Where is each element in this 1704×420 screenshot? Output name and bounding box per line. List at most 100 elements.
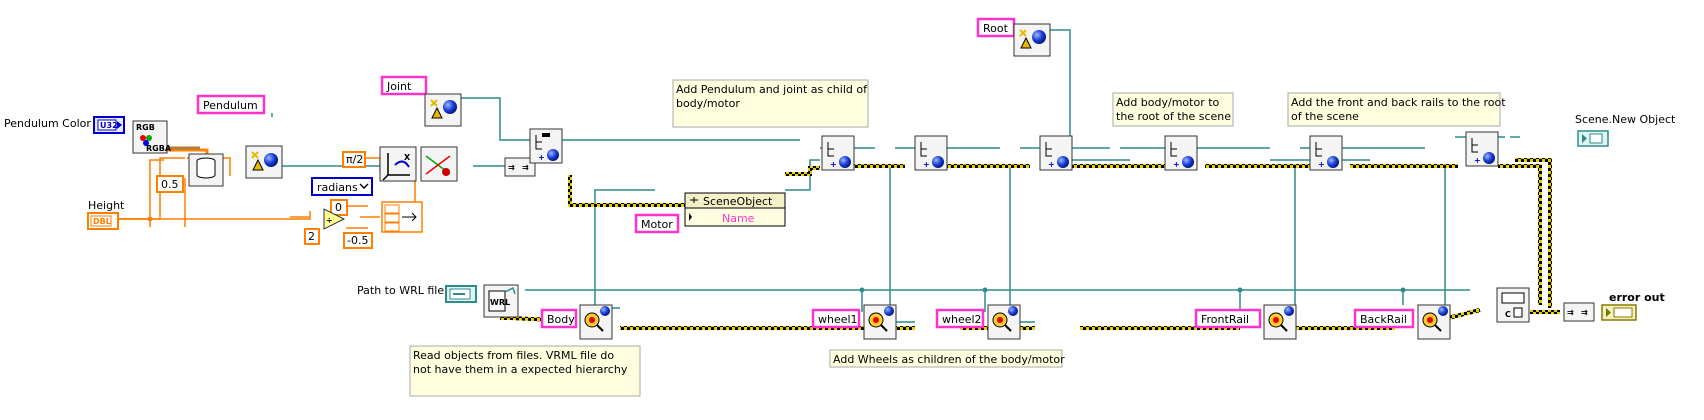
height-terminal[interactable]: DBL xyxy=(87,212,119,230)
svg-text:BackRail: BackRail xyxy=(1360,313,1407,326)
comment-add-front-back-rails: Add the front and back rails to the root… xyxy=(1287,92,1506,127)
svg-text:+: + xyxy=(923,160,930,169)
svg-text:⇉: ⇉ xyxy=(1567,308,1574,317)
add-object-node-1[interactable]: + xyxy=(529,128,563,164)
pendulum-color-terminal[interactable]: U32 xyxy=(93,116,125,134)
comment-read-objects: Read objects from files. VRML file do no… xyxy=(409,345,641,397)
svg-text:0: 0 xyxy=(335,201,342,214)
property-class: SceneObject xyxy=(703,195,773,208)
add-object-node-4[interactable]: + xyxy=(1039,135,1073,171)
svg-text:radians: radians xyxy=(317,181,358,194)
svg-text:-0.5: -0.5 xyxy=(347,234,368,247)
merge-errors-node[interactable]: ⇉ ⇉ xyxy=(1563,302,1595,322)
svg-text:Root: Root xyxy=(983,22,1009,35)
body-constant[interactable]: Body xyxy=(540,308,578,329)
error-wires xyxy=(500,158,1592,330)
close-reference-node[interactable]: C xyxy=(1496,287,1530,323)
svg-text:2: 2 xyxy=(308,230,315,243)
comment-add-body-motor: Add body/motor to the root of the scene xyxy=(1112,92,1234,127)
color-to-rgba-node[interactable]: RGB RGBA xyxy=(132,120,172,154)
svg-text:Joint: Joint xyxy=(386,80,412,93)
refnum-wires xyxy=(271,29,1520,323)
constant-2[interactable]: 2 xyxy=(304,228,320,245)
path-to-wrl-label: Path to WRL file xyxy=(357,284,444,297)
height-label: Height xyxy=(88,199,125,212)
find-object-wheel1-node[interactable] xyxy=(863,304,897,340)
svg-text:Add Wheels as children of the: Add Wheels as children of the body/motor xyxy=(833,353,1065,366)
read-wrl-node[interactable]: WRL xyxy=(483,284,519,318)
find-object-body-node[interactable] xyxy=(579,304,613,340)
constant-pi-half[interactable]: π/2 xyxy=(342,151,366,168)
rotate-axis-node[interactable]: X xyxy=(379,146,417,182)
pendulum-constant[interactable]: Pendulum xyxy=(196,94,266,115)
build-array-node[interactable] xyxy=(381,201,423,233)
wheel1-constant[interactable]: wheel1 xyxy=(811,308,861,329)
svg-text:+: + xyxy=(1474,156,1481,165)
frontrail-constant[interactable]: FrontRail xyxy=(1194,308,1262,329)
add-object-node-6[interactable]: + xyxy=(1309,135,1343,171)
bundle-node[interactable]: ⇉ ⇉ xyxy=(504,157,536,177)
new-object-joint-node[interactable] xyxy=(424,93,462,127)
constant-0-5[interactable]: 0.5 xyxy=(156,175,184,193)
svg-text:U32: U32 xyxy=(100,121,118,130)
error-out-label: error out xyxy=(1609,291,1665,304)
find-object-frontrail-node[interactable] xyxy=(1263,304,1297,340)
svg-text:+: + xyxy=(1048,160,1055,169)
constant-0[interactable]: 0 xyxy=(330,199,348,216)
comment-add-pendulum-joint: Add Pendulum and joint as child of body/… xyxy=(672,79,869,128)
svg-text:wheel1: wheel1 xyxy=(818,313,858,326)
new-object-root-node[interactable] xyxy=(1013,23,1051,57)
svg-text:⇉: ⇉ xyxy=(1581,308,1588,317)
transform-node[interactable] xyxy=(420,146,458,182)
create-cylinder-node[interactable] xyxy=(188,153,224,187)
svg-text:RGBA: RGBA xyxy=(146,144,172,153)
property-name: Name xyxy=(722,212,755,225)
svg-text:+: + xyxy=(538,153,545,162)
path-terminal[interactable] xyxy=(445,285,477,303)
joint-constant[interactable]: Joint xyxy=(380,75,428,96)
find-object-backrail-node[interactable] xyxy=(1417,304,1451,340)
svg-text:÷: ÷ xyxy=(326,216,333,225)
radians-ring[interactable]: radians xyxy=(311,177,373,196)
svg-text:0.5: 0.5 xyxy=(161,178,179,191)
find-object-wheel2-node[interactable] xyxy=(987,304,1021,340)
add-object-node-7[interactable]: + xyxy=(1465,131,1499,167)
root-constant[interactable]: Root xyxy=(976,17,1016,38)
svg-text:the root of the scene: the root of the scene xyxy=(1116,110,1231,123)
add-object-node-3[interactable]: + xyxy=(914,135,948,171)
svg-text:+: + xyxy=(1173,160,1180,169)
svg-text:+: + xyxy=(1318,160,1325,169)
svg-text:Add the front and back rails t: Add the front and back rails to the root xyxy=(1291,96,1506,109)
svg-text:not have them in a expected hi: not have them in a expected hierarchy xyxy=(413,363,628,376)
wheel2-constant[interactable]: wheel2 xyxy=(935,308,985,329)
svg-text:RGB: RGB xyxy=(136,123,155,132)
svg-text:Pendulum: Pendulum xyxy=(203,99,258,112)
new-object-pendulum-node[interactable] xyxy=(245,145,283,179)
svg-text:DBL: DBL xyxy=(93,217,111,226)
svg-text:Add Pendulum and joint as chil: Add Pendulum and joint as child of xyxy=(676,83,868,96)
numeric-junctions xyxy=(147,216,153,222)
svg-text:FrontRail: FrontRail xyxy=(1201,313,1249,326)
svg-text:Read objects from files. VRML: Read objects from files. VRML file do xyxy=(413,349,614,362)
comment-add-wheels: Add Wheels as children of the body/motor xyxy=(829,349,1065,368)
svg-text:X: X xyxy=(404,153,411,162)
error-out-indicator xyxy=(1601,304,1637,321)
wire-junctions xyxy=(859,287,1406,293)
svg-text:Add body/motor to: Add body/motor to xyxy=(1116,96,1220,109)
add-object-node-2[interactable]: + xyxy=(821,135,855,171)
scene-new-object-indicator xyxy=(1577,130,1609,147)
svg-text:Body: Body xyxy=(547,313,575,326)
svg-text:⇉: ⇉ xyxy=(522,163,529,172)
svg-text:+: + xyxy=(830,160,837,169)
svg-text:Motor: Motor xyxy=(641,218,673,231)
svg-text:C: C xyxy=(1505,310,1511,319)
motor-constant[interactable]: Motor xyxy=(634,213,680,234)
divide-node[interactable]: ÷ xyxy=(323,208,346,230)
svg-text:body/motor: body/motor xyxy=(676,97,740,110)
backrail-constant[interactable]: BackRail xyxy=(1353,308,1415,329)
sceneobject-property-node[interactable]: SceneObject Name xyxy=(684,192,786,227)
svg-text:of the scene: of the scene xyxy=(1291,110,1359,123)
add-object-node-5[interactable]: + xyxy=(1164,135,1198,171)
constant-neg-0-5[interactable]: -0.5 xyxy=(343,232,373,249)
